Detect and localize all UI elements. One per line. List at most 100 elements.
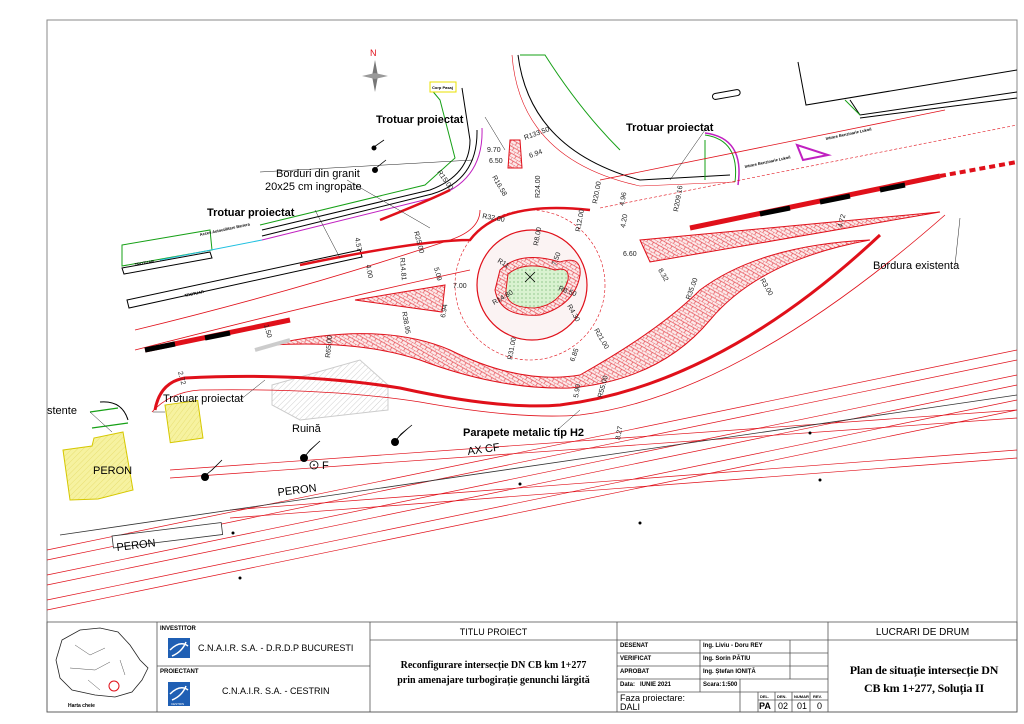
green-curb-left [89, 407, 129, 429]
dimension-label: R3.00 [758, 278, 773, 298]
project-title-line2: prin amenajare turbogirație genunchi lăr… [397, 675, 590, 686]
trotuar-small-label: TROTUAR [184, 289, 204, 298]
north-label: N [370, 48, 377, 58]
sheet-title-line1: Plan de situație intersecție DN [849, 663, 999, 677]
dimension-label: R20.00 [592, 181, 603, 205]
investor-label: INVESTITOR [160, 626, 196, 632]
f-marker-icon [309, 460, 319, 470]
designer-name: C.N.A.I.R. S.A. - CESTRIN [222, 686, 330, 696]
dimension-label: 5.90 [573, 384, 582, 399]
dimension-label: 9.70 [487, 147, 501, 154]
dimension-label: 4.00 [364, 264, 373, 279]
date-value: IUNIE 2021 [640, 682, 672, 688]
black-curb-left [99, 401, 129, 421]
dimension-label: 6.85 [569, 347, 580, 362]
role-name: Ing. Liviu - Doru REY [703, 643, 763, 649]
cestrin-logo-caption: CESTRIN [171, 702, 184, 706]
roundabout-outer-ring [454, 209, 606, 361]
dimension-label: R209.16 [673, 185, 685, 212]
f-marker-dot [313, 464, 315, 466]
dimension-label: R16.58 [490, 175, 507, 198]
utility-pole-icons [201, 139, 413, 481]
dimension-label: R31.00 [507, 337, 518, 361]
median-barrier-east-black [759, 182, 906, 217]
peron-label: PERON [116, 537, 156, 554]
dimension-label: 6.94 [440, 304, 449, 319]
scale-label: Scara: [703, 682, 722, 688]
railway-tracks [46, 349, 1018, 611]
peron-label: PERON [277, 482, 317, 499]
track-points [231, 431, 822, 580]
dimension-label: R25.00 [412, 231, 425, 255]
center-mark-icon [524, 271, 536, 283]
gray-taper [254, 338, 291, 352]
ruin [271, 359, 389, 421]
code-value: 0 [817, 701, 823, 711]
drawing-frame [46, 19, 1018, 713]
dimension-label: 8.27 [615, 426, 624, 441]
role-name: Ing. Ștefan IONIȚĂ [703, 669, 756, 675]
trotuar-label: Trotuar proiectat [626, 122, 714, 134]
bordura-existenta-label: Bordura existenta [873, 260, 960, 272]
existente-label: stente [47, 405, 77, 417]
investor-name: C.N.A.I.R. S.A. - D.R.D.P BUCURESTI [198, 643, 354, 653]
romania-map [55, 627, 149, 698]
code-value: 02 [778, 701, 789, 711]
peron-building [62, 431, 134, 501]
dimension-label: 4.57 [353, 237, 362, 252]
discipline-label: LUCRARI DE DRUM [875, 627, 970, 638]
role-label: VERIFICAT [620, 656, 652, 662]
trotuar-label: Trotuar proiectat [376, 114, 464, 126]
yellow-structure [164, 399, 204, 444]
trotuar-label: Trotuar proiectat [207, 207, 295, 219]
phase-label: Faza proiectare: [620, 693, 686, 703]
code-value: 01 [797, 701, 808, 711]
road-edges [134, 109, 1018, 417]
project-title-line1: Reconfigurare intersecție DN CB km 1+277 [400, 660, 587, 671]
dimension-label: R15.00 [435, 169, 454, 192]
platform-edge [59, 394, 1018, 536]
dimension-label: R21.00 [592, 328, 609, 351]
borduri-label: Borduri din granit [276, 168, 360, 180]
project-title-label: TITLU PROIECT [459, 627, 528, 637]
dimension-label: 7.00 [453, 283, 467, 290]
ruina-label: Ruină [292, 423, 322, 435]
dimension-label: 6.60 [623, 251, 637, 258]
intrare-label: Intrare Benzinarie Lukoil [744, 154, 791, 169]
dimension-label: 4.72 [837, 213, 847, 228]
scale-value: 1:500 [722, 682, 738, 688]
borduri-label: 20x25 cm ingropate [265, 181, 362, 193]
sheet-title-line2: CB km 1+277, Soluția II [864, 681, 984, 695]
code-header: DEL. [760, 694, 770, 699]
dimension-label: R38.95 [400, 311, 411, 335]
map-caption: Harta cheie [68, 703, 95, 709]
date-label: Data: [620, 682, 636, 688]
f-label: F [322, 460, 329, 472]
code-header: NUMAR [794, 694, 809, 699]
north-arrow-icon [362, 60, 388, 92]
code-header: DEN. [777, 694, 787, 699]
dimension-label: 2.72 [176, 371, 186, 386]
dimension-label: R32.00 [482, 213, 506, 224]
code-value: PA [759, 701, 771, 711]
ax-cf-label: AX CF [467, 442, 501, 458]
code-header: REV. [813, 694, 822, 699]
splitter-island-north [507, 139, 523, 169]
intrare-label: Intrare Benzinarie Lukoil [825, 126, 872, 141]
long-median-island [269, 239, 871, 389]
role-label: APROBAT [620, 669, 650, 675]
platform-peron-box [111, 522, 224, 549]
dimension-label: R14.81 [398, 258, 407, 281]
corp-pasaj-box [429, 81, 457, 93]
dimension-label: 6.50 [489, 158, 503, 165]
parapete-label: Parapete metalic tip H2 [463, 427, 584, 439]
dimension-label: R8.00 [533, 227, 543, 247]
splitter-island-east [639, 211, 941, 263]
dimension-label: R65.00 [325, 335, 334, 358]
dimension-label: 6.94 [528, 149, 543, 160]
trotuar-small-label: TROTUAR [134, 259, 154, 267]
corp-pasaj-label: Corp Pasaj [432, 85, 453, 90]
title-block-grid [46, 621, 1018, 713]
dimension-label: 5.09 [432, 267, 442, 282]
